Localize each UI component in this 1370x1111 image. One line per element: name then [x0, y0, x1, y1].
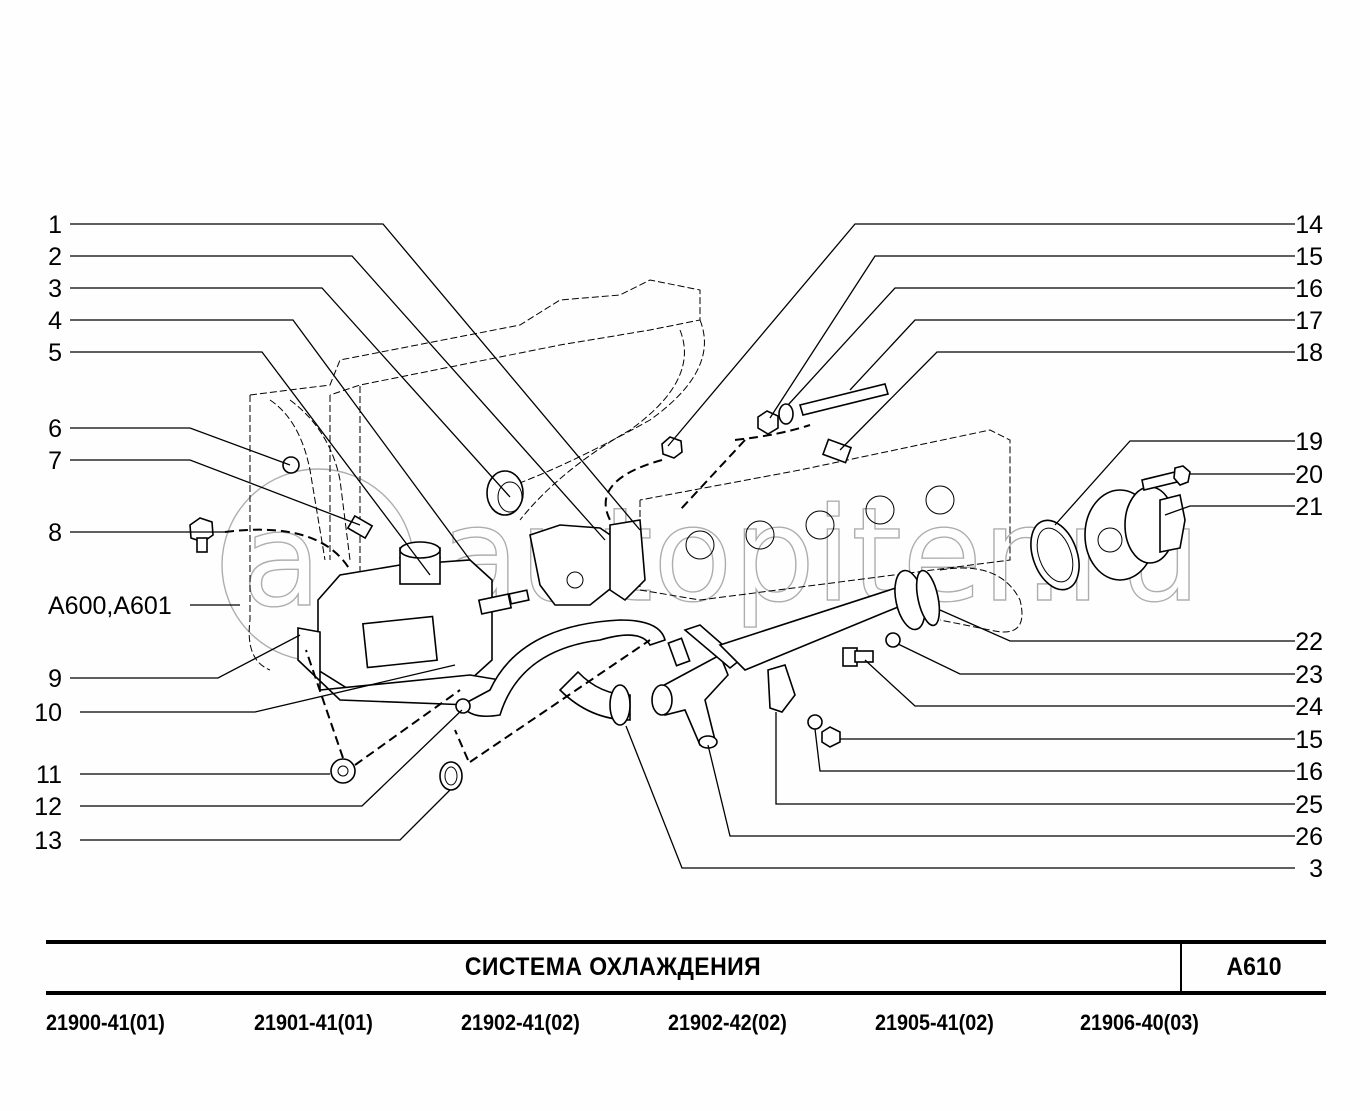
leader-line — [80, 664, 456, 713]
leader-line — [70, 351, 431, 576]
callout-label: 19 — [1295, 428, 1323, 456]
leader-line — [625, 725, 1295, 869]
callout-label: A600,A601 — [48, 592, 172, 620]
callout-label: 13 — [34, 827, 62, 855]
callout-label: 21 — [1295, 493, 1323, 521]
leader-line — [80, 709, 463, 807]
bracket-25 — [767, 664, 796, 713]
callout-label: 2 — [48, 243, 62, 271]
leader-line — [70, 255, 606, 541]
callout-label: 3 — [48, 275, 62, 303]
stud-17 — [798, 383, 890, 416]
expansion-tank — [317, 541, 493, 691]
callout-label: 24 — [1295, 693, 1323, 721]
leader-line — [787, 287, 1295, 406]
callout-label: 1 — [48, 211, 62, 239]
leader-line — [70, 287, 511, 498]
leader-line — [1164, 505, 1295, 516]
leader-line — [80, 789, 451, 841]
callout-label: 22 — [1295, 628, 1323, 656]
leader-line — [1054, 440, 1295, 526]
callout-label: 5 — [48, 339, 62, 367]
clamp-12 — [455, 698, 471, 714]
callout-label: 12 — [34, 793, 62, 821]
washer-16-upper — [778, 403, 794, 425]
leader-line — [70, 634, 301, 679]
leader-line — [897, 643, 1295, 675]
bolt-8 — [189, 517, 214, 553]
pump-gasket — [1030, 519, 1080, 591]
outlet-pipe — [651, 637, 729, 749]
callout-label: 15 — [1295, 243, 1323, 271]
callout-label: 25 — [1295, 791, 1323, 819]
washer-23 — [885, 632, 901, 648]
holder-7 — [346, 514, 374, 540]
callout-label: 14 — [1295, 211, 1323, 239]
clip-6 — [282, 456, 300, 474]
title-block: СИСТЕМА ОХЛАЖДЕНИЯ A610 — [46, 940, 1326, 995]
nut-15-lower — [821, 726, 841, 748]
leader-line — [939, 609, 1295, 642]
callout-label: 17 — [1295, 307, 1323, 335]
nut-15-upper — [757, 410, 779, 435]
model-code: 21902-42(02) — [668, 1010, 787, 1035]
bolt-20 — [1141, 465, 1191, 491]
lower-hose — [460, 619, 666, 718]
leader-line — [839, 351, 1295, 451]
right-callouts: 14 15 16 17 18 19 20 21 22 23 24 15 16 25 26 3 — [625, 211, 1323, 883]
leader-line — [70, 427, 291, 466]
model-code: 21905-41(02) — [875, 1010, 994, 1035]
leader-line — [667, 223, 1295, 447]
leader-line — [864, 659, 1295, 707]
leader-line — [70, 319, 471, 561]
callout-label: 18 — [1295, 339, 1323, 367]
washer-16-lower — [807, 714, 823, 730]
callout-label: 6 — [48, 415, 62, 443]
callout-label: 11 — [36, 761, 62, 789]
model-code: 21900-41(01) — [46, 1010, 165, 1035]
engine-outline — [248, 279, 1023, 671]
model-list: 21900-41(01) 21901-41(01) 21902-41(02) 2… — [46, 1010, 1346, 1042]
cooling-system-diagram: a autopiter.ru — [34, 211, 1323, 883]
callout-label: 4 — [48, 307, 62, 335]
callout-label: 8 — [48, 519, 62, 547]
model-code: 21902-41(02) — [461, 1010, 580, 1035]
callout-label: 10 — [34, 699, 62, 727]
model-code: 21906-40(03) — [1080, 1010, 1199, 1035]
leader-line — [70, 223, 641, 531]
leader-line — [707, 744, 1295, 837]
callout-label: 16 — [1295, 275, 1323, 303]
diagram-code: A610 — [1226, 953, 1282, 981]
leader-line — [775, 712, 1295, 805]
leader-line — [814, 728, 1295, 772]
parts — [189, 383, 1191, 791]
plug-14 — [661, 436, 683, 459]
callout-label: 23 — [1295, 661, 1323, 689]
title-divider — [1180, 944, 1182, 991]
callout-label: 15 — [1295, 726, 1323, 754]
callout-label: 20 — [1295, 461, 1323, 489]
callout-label: 9 — [48, 665, 62, 693]
grommet-11 — [330, 758, 356, 784]
temperature-sensor — [477, 589, 530, 615]
diagram-title: СИСТЕМА ОХЛАЖДЕНИЯ — [464, 953, 762, 981]
bolt-24 — [842, 647, 874, 667]
thermostat-gasket — [609, 519, 646, 602]
watermark-logo-letter: a — [242, 484, 322, 636]
callout-label: 7 — [48, 447, 62, 475]
assembly-arrows — [224, 424, 811, 766]
leader-line — [769, 255, 1295, 419]
model-code: 21901-41(01) — [254, 1010, 373, 1035]
callout-label: 26 — [1295, 823, 1323, 851]
clamp-13 — [439, 761, 463, 791]
leader-line — [70, 459, 361, 526]
callout-label: 16 — [1295, 758, 1323, 786]
leader-line — [849, 319, 1295, 391]
callout-label: 3 — [1309, 855, 1323, 883]
